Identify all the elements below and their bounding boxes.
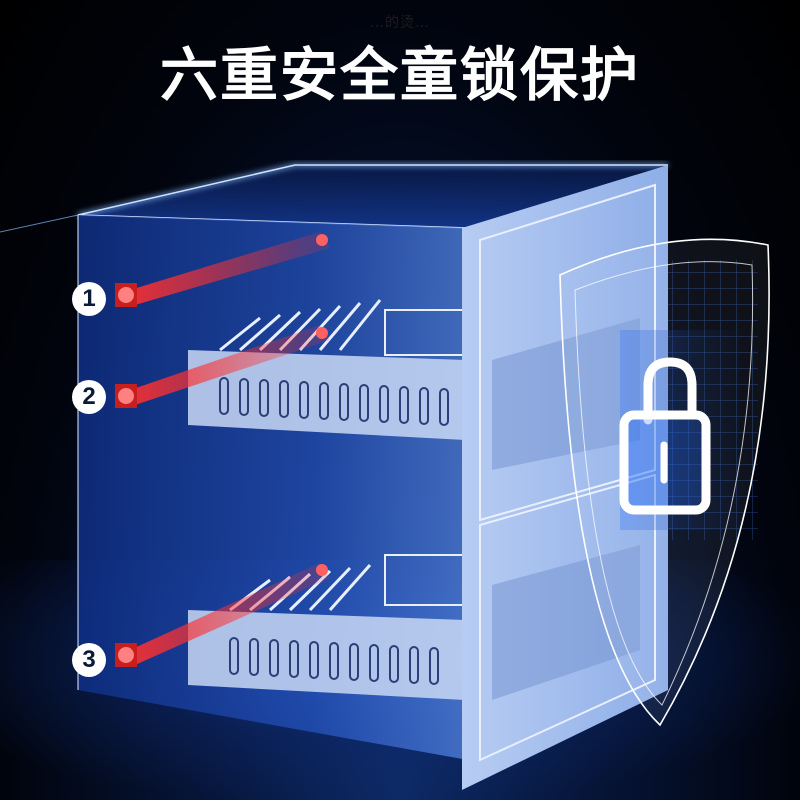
- faint-subtitle: …的烫…: [370, 15, 430, 31]
- lock-marker-1: 1: [72, 282, 106, 316]
- padlock-icon: [619, 357, 711, 515]
- page-title: 六重安全童锁保护: [159, 41, 640, 109]
- lock-marker-3: 3: [72, 643, 106, 677]
- child-lock-3: [115, 563, 330, 667]
- cabinet-top: [78, 165, 668, 228]
- upper-rack: [188, 299, 466, 440]
- lock-marker-2: 2: [72, 380, 106, 414]
- child-lock-2: [115, 325, 330, 408]
- lower-rack: [188, 554, 466, 700]
- child-lock-1: [115, 232, 330, 307]
